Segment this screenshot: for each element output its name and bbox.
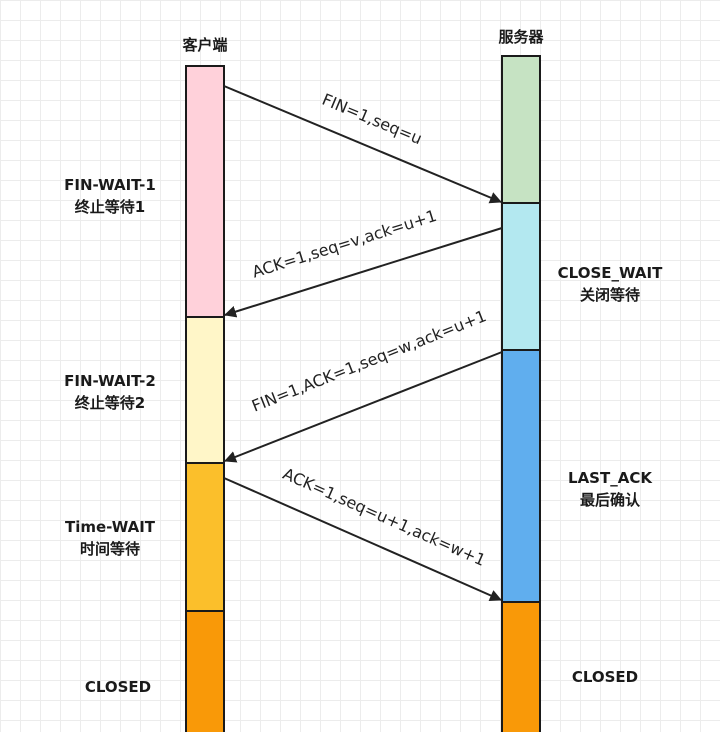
server-bar-close-wait xyxy=(501,202,541,351)
server-bar-last-ack xyxy=(501,349,541,603)
arrow-ack-1 xyxy=(224,227,503,318)
message-fin-1: FIN=1,seq=u xyxy=(319,90,425,149)
client-state-closed: CLOSED xyxy=(85,678,151,696)
arrow-fin-2 xyxy=(224,351,503,463)
client-bar-fin-wait-2 xyxy=(185,316,225,464)
client-state-fin-wait-1-sub: 终止等待1 xyxy=(75,198,145,216)
client-state-fin-wait-1: FIN-WAIT-1 xyxy=(64,176,156,194)
server-state-close-wait: CLOSE_WAIT xyxy=(558,264,663,282)
client-bar-closed xyxy=(185,610,225,732)
client-state-time-wait-sub: 时间等待 xyxy=(80,540,140,558)
client-state-time-wait: Time-WAIT xyxy=(65,518,156,536)
message-fin-2: FIN=1,ACK=1,seq=w,ack=u+1 xyxy=(249,306,489,415)
server-state-close-wait-sub: 关闭等待 xyxy=(580,286,640,304)
arrow-fin-1 xyxy=(223,85,502,204)
client-state-fin-wait-2: FIN-WAIT-2 xyxy=(64,372,156,390)
client-bar-fin-wait-1 xyxy=(185,65,225,318)
server-state-closed: CLOSED xyxy=(572,668,638,686)
server-state-last-ack-sub: 最后确认 xyxy=(580,491,641,509)
client-title: 客户端 xyxy=(181,36,227,54)
message-ack-1: ACK=1,seq=v,ack=u+1 xyxy=(250,206,439,282)
client-state-fin-wait-2-sub: 终止等待2 xyxy=(75,394,145,412)
server-bar-established xyxy=(501,55,541,204)
client-bar-time-wait xyxy=(185,462,225,612)
server-title: 服务器 xyxy=(498,28,544,46)
arrow-ack-2 xyxy=(223,477,502,602)
server-bar-closed xyxy=(501,601,541,732)
server-state-last-ack: LAST_ACK xyxy=(568,469,653,487)
